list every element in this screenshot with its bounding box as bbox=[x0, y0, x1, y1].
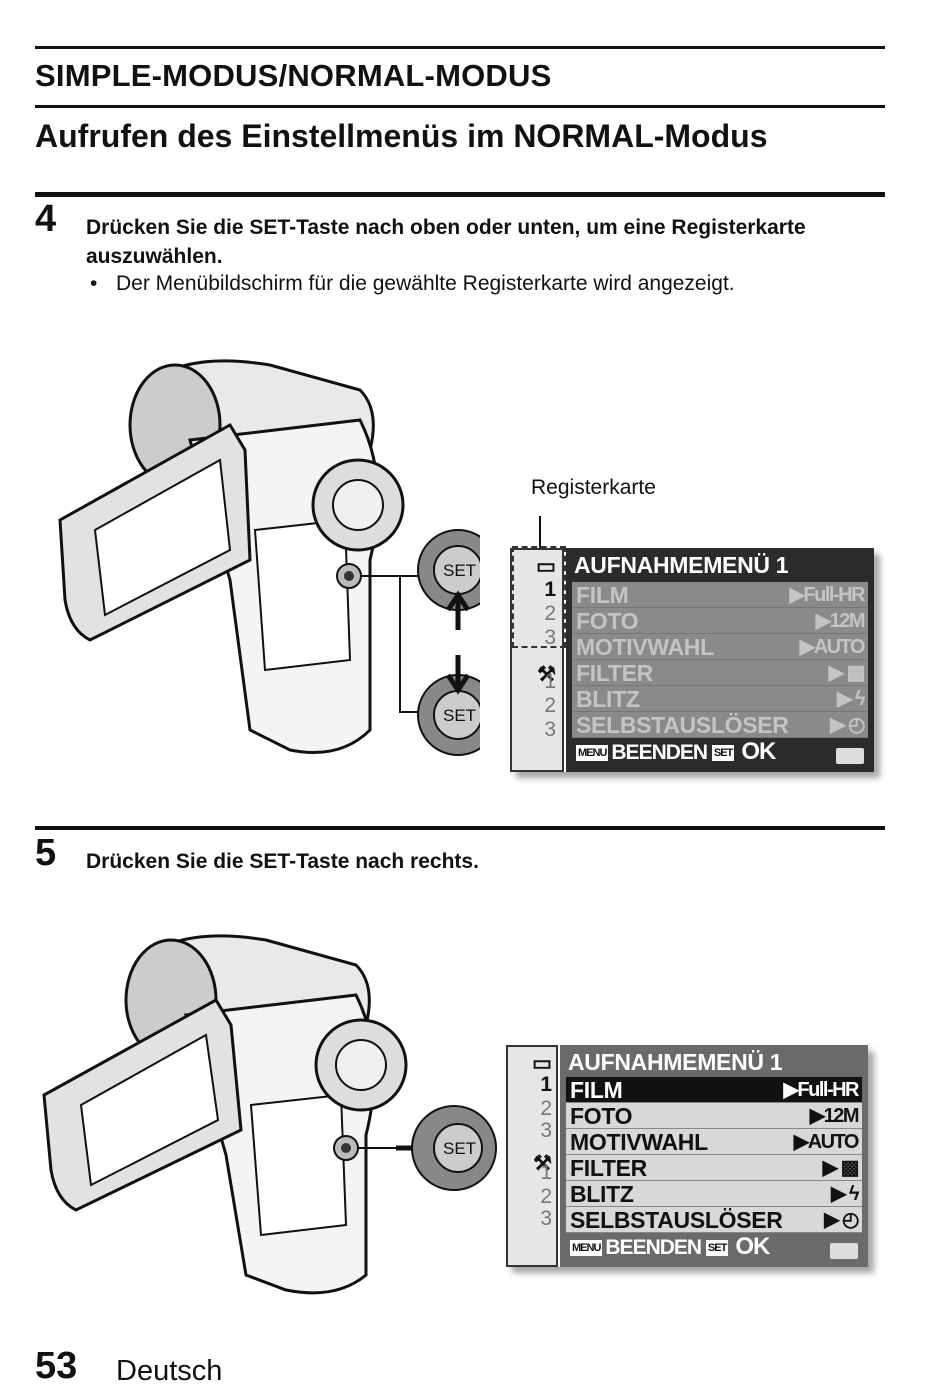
menu-title: AUFNAHMEMENÜ 1 bbox=[574, 552, 789, 578]
filter-off-icon: ▶ ▩ bbox=[828, 662, 866, 684]
tab-settings-1: 1 bbox=[544, 670, 556, 693]
svg-text:SET: SET bbox=[443, 561, 476, 580]
step-text-4: Drücken Sie die SET-Taste nach oben oder… bbox=[86, 216, 806, 268]
menu-panel-2: AUFNAHMEMENÜ 1 FILM▶Full-HR FOTO▶12M MOT… bbox=[560, 1045, 868, 1267]
callout-line bbox=[539, 516, 541, 548]
bullet-text: Der Menübildschirm für die gewählte Regi… bbox=[116, 272, 735, 295]
tab-settings-2-b: 2 bbox=[540, 1185, 552, 1208]
tab-highlight-box bbox=[512, 546, 566, 648]
callout-registerkarte: Registerkarte bbox=[531, 476, 656, 499]
menu-title-2: AUFNAHMEMENÜ 1 bbox=[568, 1049, 783, 1075]
step5-rule bbox=[35, 826, 885, 830]
footer-language: Deutsch bbox=[116, 1355, 223, 1387]
camera-tab-icon: ▭ bbox=[536, 555, 556, 578]
battery-icon bbox=[836, 748, 864, 764]
menu-row-foto: FOTO▶12M bbox=[572, 608, 868, 634]
scene-auto-icon: ▶AUTO bbox=[799, 636, 866, 658]
tab-settings-3: 3 bbox=[544, 718, 556, 741]
battery-icon-2 bbox=[830, 1243, 858, 1259]
menu-row-blitz: BLITZ▶ ϟ bbox=[572, 686, 868, 712]
page-title: Aufrufen des Einstellmenüs im NORMAL-Mod… bbox=[35, 118, 768, 154]
tab-camera-2-b: 2 bbox=[540, 1097, 552, 1120]
wrench-tab-icon: ⚒ bbox=[537, 663, 556, 686]
page-number: 53 bbox=[35, 1345, 78, 1387]
camera-illustration-2: SET bbox=[42, 934, 497, 1295]
menu-row-film: FILM▶Full-HR bbox=[572, 582, 868, 608]
menu-panel: AUFNAHMEMENÜ 1 FILM▶Full-HR FOTO▶12M MOT… bbox=[566, 548, 874, 772]
menu-row-motivwahl: MOTIVWAHL▶AUTO bbox=[572, 634, 868, 660]
filter-off-icon-2: ▶ ▩ bbox=[822, 1157, 860, 1179]
step-number-5: 5 bbox=[35, 832, 57, 874]
menu-row-selbstausloeser: SELBSTAUSLÖSER▶ ◴ bbox=[572, 712, 868, 738]
tab-camera-2: 2 bbox=[544, 602, 556, 625]
self-timer-off-icon: ▶ ◴ bbox=[830, 714, 865, 736]
menu-row-motivwahl-2: MOTIVWAHL▶AUTO bbox=[566, 1129, 862, 1155]
step-bullet-4: •Der Menübildschirm für die gewählte Reg… bbox=[90, 272, 735, 295]
tab-camera-1: 1 bbox=[544, 578, 556, 601]
step-text-5: Drücken Sie die SET-Taste nach rechts. bbox=[86, 850, 479, 873]
tab-camera-3-b: 3 bbox=[540, 1119, 552, 1142]
menu-tab-column-2: ▭ 1 2 3 ⚒ 1 2 3 bbox=[506, 1045, 558, 1267]
menu-row-filter-2: FILTER▶ ▩ bbox=[566, 1155, 862, 1181]
tab-settings-2: 2 bbox=[544, 694, 556, 717]
tab-settings-3-b: 3 bbox=[540, 1207, 552, 1230]
menu-row-filter: FILTER▶ ▩ bbox=[572, 660, 868, 686]
menu-row-film-selected: FILM▶Full-HR bbox=[566, 1077, 862, 1103]
menu-screen-tab-select: ▭ 1 2 3 ⚒ 1 2 3 AUFNAHMEMENÜ 1 FILM▶Full… bbox=[510, 546, 874, 772]
film-quality-icon-2: ▶Full-HR bbox=[783, 1079, 860, 1101]
camera-tab-icon-2: ▭ bbox=[532, 1052, 552, 1075]
film-quality-icon: ▶Full-HR bbox=[789, 584, 866, 606]
step-number-4: 4 bbox=[35, 198, 57, 240]
photo-size-icon: ▶12M bbox=[815, 610, 866, 632]
flash-auto-icon-2: ▶ ϟ bbox=[830, 1183, 860, 1205]
wrench-tab-icon-2: ⚒ bbox=[533, 1152, 552, 1175]
menu-row-selbstausloeser-2: SELBSTAUSLÖSER▶ ◴ bbox=[566, 1207, 862, 1233]
top-rule bbox=[35, 46, 885, 49]
tab-camera-3: 3 bbox=[544, 626, 556, 649]
svg-text:SET: SET bbox=[443, 1139, 476, 1158]
menu-row-blitz-2: BLITZ▶ ϟ bbox=[566, 1181, 862, 1207]
svg-text:SET: SET bbox=[443, 706, 476, 725]
section-title: SIMPLE-MODUS/NORMAL-MODUS bbox=[35, 58, 552, 93]
photo-size-icon-2: ▶12M bbox=[809, 1105, 860, 1127]
tab-camera-1-b: 1 bbox=[540, 1073, 552, 1096]
menu-row-foto-2: FOTO▶12M bbox=[566, 1103, 862, 1129]
title-rule bbox=[35, 105, 885, 108]
camera-illustration-1: SET SET bbox=[58, 359, 480, 756]
step4-rule bbox=[35, 192, 885, 197]
self-timer-off-icon-2: ▶ ◴ bbox=[824, 1209, 859, 1231]
tab-settings-1-b: 1 bbox=[540, 1161, 552, 1184]
flash-auto-icon: ▶ ϟ bbox=[836, 688, 866, 710]
scene-auto-icon-2: ▶AUTO bbox=[793, 1131, 860, 1153]
menu-screen-item-select: ▭ 1 2 3 ⚒ 1 2 3 AUFNAHMEMENÜ 1 FILM▶Full… bbox=[506, 1045, 868, 1267]
menu-tab-column: ▭ 1 2 3 ⚒ 1 2 3 bbox=[510, 548, 564, 772]
